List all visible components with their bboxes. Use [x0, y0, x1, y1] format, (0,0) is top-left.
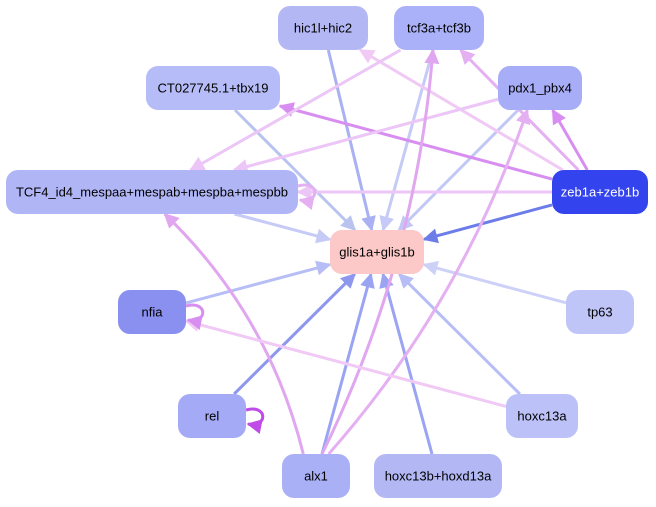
- node-label: hoxc13a: [517, 409, 567, 424]
- node-label: pdx1_pbx4: [508, 81, 572, 96]
- node-label: nfia: [142, 305, 164, 320]
- edge-zeb1a-to-pdx1: [551, 108, 589, 171]
- node-box[interactable]: [118, 290, 186, 334]
- node-tcf4[interactable]: TCF4_id4_mespaa+mespab+mespba+mespbb: [6, 170, 298, 214]
- edge-nfia-to-nfia: [185, 303, 205, 330]
- edge-alx1-to-tcf4: [163, 212, 305, 455]
- node-alx1[interactable]: alx1: [282, 454, 350, 498]
- node-tcf3a[interactable]: tcf3a+tcf3b: [394, 6, 484, 50]
- node-label: rel: [205, 409, 220, 424]
- edge-tcf4-to-glis1a: [234, 212, 332, 244]
- node-tp63[interactable]: tp63: [566, 290, 634, 334]
- edge-zeb1a-to-ct027745: [278, 102, 553, 181]
- node-label: hoxc13b+hoxd13a: [385, 469, 492, 484]
- edge-tp63-to-glis1a: [422, 260, 567, 305]
- node-box[interactable]: [394, 6, 484, 50]
- edge-alx1-to-pdx1: [327, 108, 531, 455]
- node-label: tp63: [587, 305, 612, 320]
- node-zeb1a[interactable]: zeb1a+zeb1b: [552, 170, 648, 214]
- edge-rel-to-rel: [245, 407, 265, 434]
- node-box[interactable]: [282, 454, 350, 498]
- node-label: CT027745.1+tbx19: [158, 81, 269, 96]
- node-hic1l[interactable]: hic1l+hic2: [278, 6, 368, 50]
- node-box[interactable]: [178, 394, 246, 438]
- node-box[interactable]: [552, 170, 648, 214]
- edge-hoxc13a-to-nfia: [184, 317, 507, 408]
- node-hoxc13b[interactable]: hoxc13b+hoxd13a: [374, 454, 502, 498]
- edge-pdx1-to-glis1a: [397, 108, 520, 232]
- node-rel[interactable]: rel: [178, 394, 246, 438]
- edge-nfia-to-glis1a: [185, 260, 332, 305]
- node-label: glis1a+glis1b: [339, 245, 415, 260]
- edge-rel-to-glis1a: [233, 272, 356, 396]
- node-box[interactable]: [330, 230, 424, 274]
- node-nfia[interactable]: nfia: [118, 290, 186, 334]
- node-box[interactable]: [498, 66, 582, 110]
- node-label: alx1: [304, 469, 328, 484]
- node-box[interactable]: [278, 6, 368, 50]
- edge-tcf3a-to-tcf4: [189, 48, 402, 172]
- node-box[interactable]: [6, 170, 298, 214]
- node-box[interactable]: [374, 454, 502, 498]
- edges-layer: [163, 48, 589, 455]
- edge-zeb1a-to-glis1a: [422, 203, 553, 244]
- node-pdx1[interactable]: pdx1_pbx4: [498, 66, 582, 110]
- node-label: hic1l+hic2: [294, 21, 352, 36]
- node-box[interactable]: [506, 394, 578, 438]
- edge-tcf4-to-tcf4: [297, 183, 317, 210]
- edge-hoxc13a-to-glis1a: [398, 272, 521, 396]
- node-label: zeb1a+zeb1b: [561, 185, 639, 200]
- edge-pdx1-to-tcf4: [232, 97, 499, 174]
- node-label: tcf3a+tcf3b: [407, 21, 471, 36]
- node-glis1a[interactable]: glis1a+glis1b: [330, 230, 424, 274]
- node-label: TCF4_id4_mespaa+mespab+mespba+mespbb: [16, 185, 288, 200]
- edge-ct027745-to-glis1a: [233, 108, 357, 232]
- edge-hoxc13b-to-glis1a: [379, 272, 434, 455]
- node-box[interactable]: [566, 290, 634, 334]
- node-ct027745[interactable]: CT027745.1+tbx19: [146, 66, 280, 110]
- node-hoxc13a[interactable]: hoxc13a: [506, 394, 578, 438]
- node-box[interactable]: [146, 66, 280, 110]
